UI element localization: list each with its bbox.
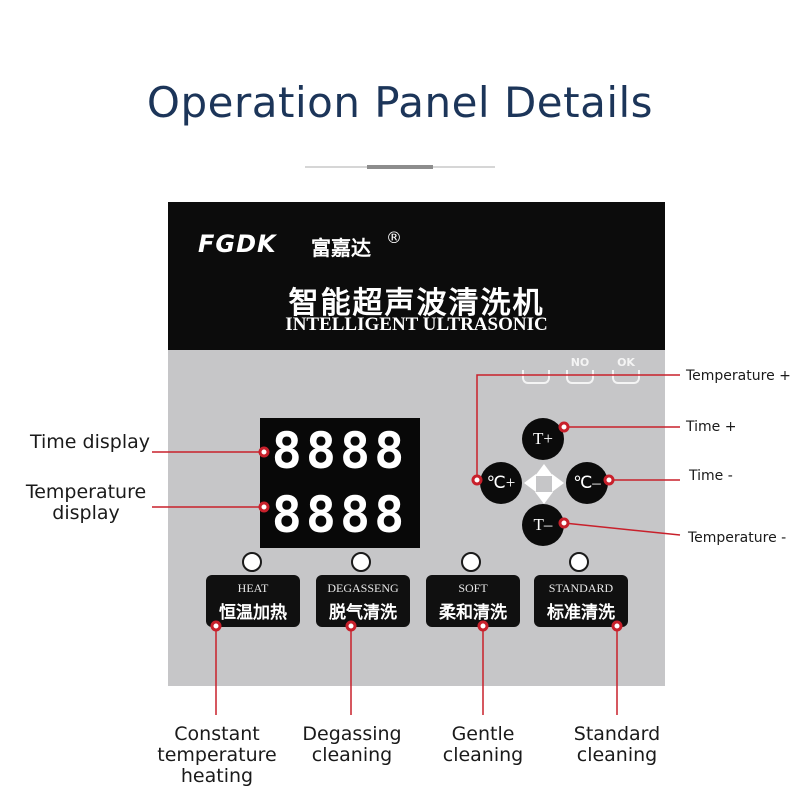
brand-logo: FGDK bbox=[198, 230, 277, 258]
no-basin-label: NO bbox=[570, 356, 590, 369]
temperature-display-digits: 8888 bbox=[271, 486, 409, 544]
registered-mark: ® bbox=[386, 228, 402, 247]
time-plus-button[interactable]: T+ bbox=[522, 418, 564, 460]
soft-mode-en: SOFT bbox=[458, 581, 488, 595]
callout-time-plus: Time + bbox=[686, 419, 737, 435]
arrow-down-icon bbox=[535, 492, 553, 504]
arrow-up-icon bbox=[535, 464, 553, 476]
heat-indicator-led bbox=[242, 552, 262, 572]
temp-plus-button[interactable]: ℃+ bbox=[480, 462, 522, 504]
degas-mode-button[interactable]: DEGASSENG 脱气清洗 bbox=[316, 575, 410, 627]
standard-mode-en: STANDARD bbox=[548, 581, 614, 595]
heat-mode-en: HEAT bbox=[237, 581, 269, 595]
temp-minus-button[interactable]: ℃– bbox=[566, 462, 608, 504]
title-divider bbox=[305, 165, 495, 169]
callout-temperature-plus: Temperature + bbox=[686, 368, 791, 384]
soft-mode-button[interactable]: SOFT 柔和清洗 bbox=[426, 575, 520, 627]
page-title: Operation Panel Details bbox=[146, 78, 654, 127]
callout-time-display: Time display bbox=[29, 431, 150, 453]
heat-mode-cn: 恒温加热 bbox=[219, 603, 287, 623]
arrow-left-icon bbox=[524, 474, 536, 492]
title-divider-accent bbox=[367, 165, 433, 169]
soft-indicator-led bbox=[461, 552, 481, 572]
time-display: 8888 bbox=[260, 418, 420, 484]
callout-standard-mode: Standard cleaning bbox=[573, 723, 661, 766]
temperature-display: 8888 bbox=[260, 482, 420, 548]
degas-mode-cn: 脱气清洗 bbox=[329, 603, 397, 623]
callout-degas-mode: Degassing cleaning bbox=[302, 723, 402, 766]
callout-soft-mode: Gentle cleaning bbox=[442, 723, 524, 766]
arrow-right-icon bbox=[552, 474, 564, 492]
degas-mode-en: DEGASSENG bbox=[327, 581, 399, 595]
time-minus-button[interactable]: T– bbox=[522, 504, 564, 546]
callout-temperature-minus: Temperature - bbox=[688, 530, 787, 546]
heat-mode-button[interactable]: HEAT 恒温加热 bbox=[206, 575, 300, 627]
brand-logo-cn: 富嘉达 bbox=[311, 236, 371, 260]
soft-mode-cn: 柔和清洗 bbox=[439, 603, 507, 623]
operation-panel: FGDK 富嘉达 ® 智能超声波清洗机 INTELLIGENT ULTRASON… bbox=[168, 202, 665, 686]
degas-indicator-led bbox=[351, 552, 371, 572]
standard-mode-cn: 标准清洗 bbox=[547, 603, 615, 623]
time-display-digits: 8888 bbox=[271, 422, 409, 480]
ok-basin-label: OK bbox=[617, 356, 635, 369]
product-title-en: INTELLIGENT ULTRASONIC bbox=[285, 314, 548, 335]
standard-indicator-led bbox=[569, 552, 589, 572]
panel-header: FGDK 富嘉达 ® 智能超声波清洗机 INTELLIGENT ULTRASON… bbox=[168, 202, 665, 350]
no-basin-icon: NO bbox=[562, 356, 598, 386]
product-title-cn: 智能超声波清洗机 bbox=[288, 286, 545, 321]
callout-heat-mode: Constant temperature heating bbox=[157, 723, 277, 787]
ultrasonic-basin-icon bbox=[518, 356, 554, 386]
standard-mode-button[interactable]: STANDARD 标准清洗 bbox=[534, 575, 628, 627]
callout-time-minus: Time - bbox=[689, 468, 733, 484]
callout-temperature-display: Temperature display bbox=[25, 481, 147, 524]
ok-basin-icon: OK bbox=[608, 356, 644, 386]
